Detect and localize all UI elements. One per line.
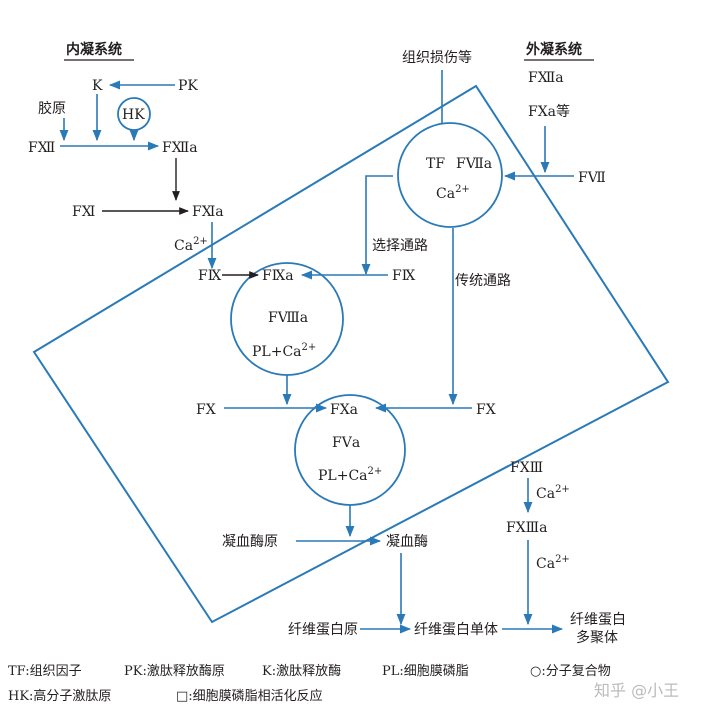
label-f13: FⅩⅢ xyxy=(510,460,543,476)
label-ext-f10a: FⅩa等 xyxy=(528,103,570,120)
label-f8a: FⅧa xyxy=(268,310,308,326)
label-selective-pathway: 选择通路 xyxy=(372,238,428,254)
label-traditional-pathway: 传统通路 xyxy=(455,273,511,289)
label-pl-tenase: PL+Ca2+ xyxy=(252,342,316,360)
label-fibrin-polymer-2: 多聚体 xyxy=(576,629,618,646)
legend-tf: TF:组织因子 xyxy=(8,664,82,679)
label-ca-f13-1: Ca2+ xyxy=(536,484,570,502)
label-pl-prothrombinase: PL+Ca2+ xyxy=(318,466,382,484)
extrinsic-header: 外凝系统 xyxy=(526,41,582,58)
label-f9-right: FⅨ xyxy=(392,268,416,284)
watermark: 知乎 @小王 xyxy=(594,681,679,700)
legend-pk: PK:激肽释放酶原 xyxy=(124,663,225,679)
label-f12: FⅫ xyxy=(28,140,55,156)
label-thrombin: 凝血酶 xyxy=(386,534,428,550)
label-f11: FⅪ xyxy=(72,204,95,220)
intrinsic-header: 内凝系统 xyxy=(66,41,122,58)
membrane-phase-box xyxy=(32,84,670,624)
label-fibrinogen: 纤维蛋白原 xyxy=(288,622,358,638)
label-f9-left: FⅨ xyxy=(198,268,222,284)
label-hk: HK xyxy=(122,107,145,123)
legend-pl: PL:细胞膜磷脂 xyxy=(382,664,469,679)
legend-membrane: □:细胞膜磷脂相活化反应 xyxy=(176,688,323,704)
tf-complex-circle xyxy=(397,122,503,228)
label-f11a: FⅪa xyxy=(192,204,224,220)
legend-complex: ○:分子复合物 xyxy=(530,664,611,679)
label-pk: PK xyxy=(178,78,198,94)
label-kaolin: 胶原 xyxy=(38,100,66,117)
label-f5a: FⅤa xyxy=(332,435,360,451)
label-ext-f12a: FⅫa xyxy=(528,70,564,86)
label-f10-left: FⅩ xyxy=(196,402,216,418)
label-prothrombin: 凝血酶原 xyxy=(222,534,278,550)
label-ca-intrinsic: Ca2+ xyxy=(174,236,208,254)
legend-hk: HK:高分子激肽原 xyxy=(8,688,111,704)
label-f13a: FⅩⅢa xyxy=(506,520,548,536)
label-tissue-injury: 组织损伤等 xyxy=(402,49,472,66)
label-ca-tf: Ca2+ xyxy=(436,184,470,202)
label-f10a: FⅩa xyxy=(330,402,358,418)
label-ca-f13-2: Ca2+ xyxy=(536,554,570,572)
label-f12a: FⅫa xyxy=(162,140,198,156)
legend-k: K:激肽释放酶 xyxy=(262,663,341,679)
label-f9a: FⅨa xyxy=(262,268,294,284)
label-k: K xyxy=(92,78,103,94)
selective-pathway-line xyxy=(361,175,393,276)
label-f10-right: FⅩ xyxy=(476,402,496,418)
label-f7a: FⅦa xyxy=(456,156,492,172)
label-tf: TF xyxy=(426,156,445,172)
label-f7: FⅦ xyxy=(578,170,606,186)
label-fibrin-polymer-1: 纤维蛋白 xyxy=(570,612,626,628)
label-fibrin-monomer: 纤维蛋白单体 xyxy=(414,622,498,638)
